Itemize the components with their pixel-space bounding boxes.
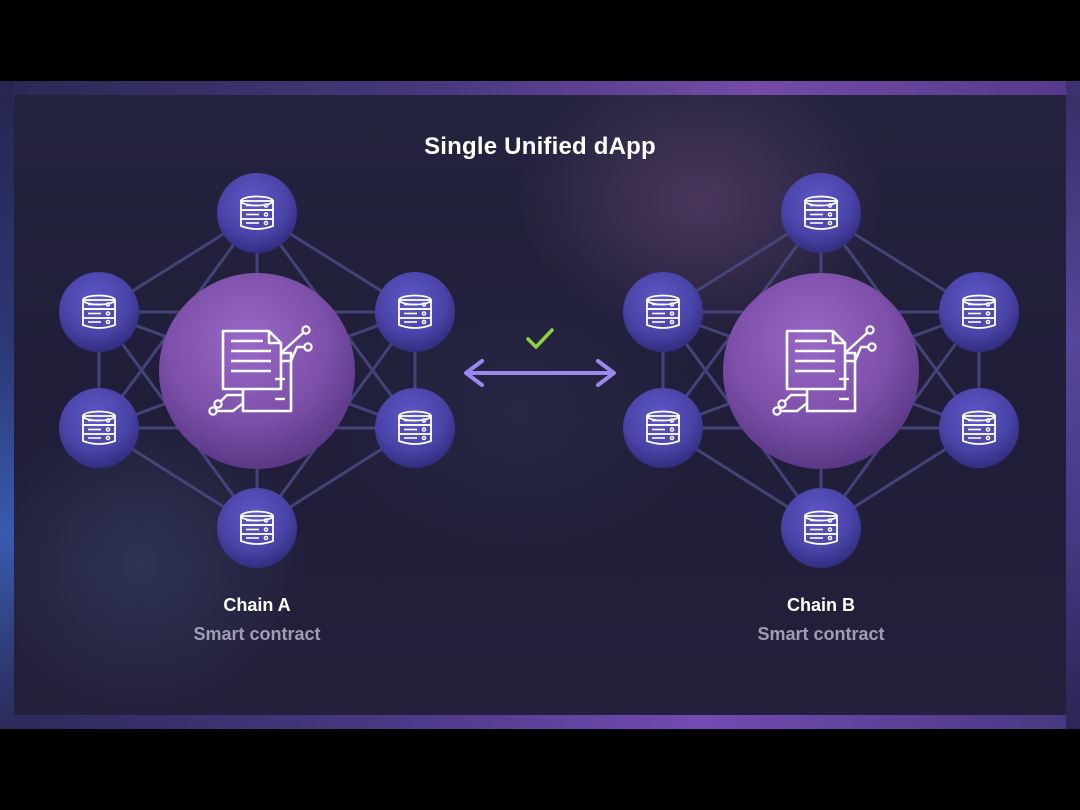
chain-b-name: Chain B [786,595,855,615]
chain-b-network [623,173,1019,568]
diagram-title: Single Unified dApp [424,133,656,160]
chain-b-subtitle: Smart contract [757,624,885,644]
chain-b-node-upper-left [623,272,703,352]
chain-b-node-bottom [781,488,861,568]
chain-a-subtitle: Smart contract [193,624,321,644]
chain-b-node-upper-right [939,272,1019,352]
chain-a-name: Chain A [223,595,291,615]
chain-a-node-upper-left [59,272,139,352]
chain-a-node-upper-right [375,272,455,352]
chain-a-node-bottom [217,488,297,568]
chain-a-network [59,173,455,568]
chain-a-node-lower-left [59,388,139,468]
chain-a-node-lower-right [375,388,455,468]
chain-b-node-top [781,173,861,253]
chain-b-node-lower-left [623,388,703,468]
chain-a-node-top [217,173,297,253]
chain-b-node-lower-right [939,388,1019,468]
diagram-canvas: Single Unified dApp Chain A Smart contra… [0,81,1080,729]
double-arrow-icon [464,359,616,387]
checkmark-icon [526,328,554,349]
network-diagram [59,173,1019,568]
